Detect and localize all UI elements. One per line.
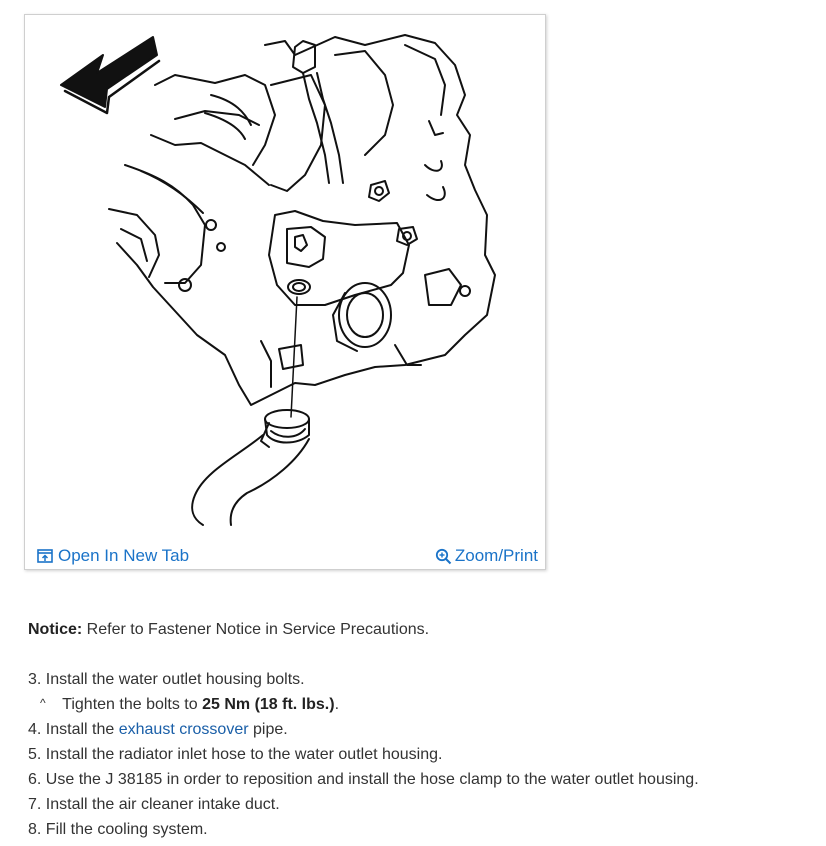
step-7: 7. Install the air cleaner intake duct. — [28, 796, 280, 813]
notice-text: Refer to Fastener Notice in Service Prec… — [82, 621, 430, 638]
figure-footer: Open In New Tab Zoom/Print — [25, 543, 545, 569]
step-4: 4. Install the exhaust crossover pipe. — [28, 717, 818, 742]
open-in-new-tab-label: Open In New Tab — [58, 546, 190, 565]
step-6: 6. Use the J 38185 in order to repositio… — [28, 771, 699, 788]
step-5: 5. Install the radiator inlet hose to th… — [28, 746, 443, 763]
substep-text: Tighten the bolts to — [58, 696, 203, 713]
notice-label: Notice: — [28, 621, 83, 638]
step-3: 3. Install the water outlet housing bolt… — [28, 671, 305, 688]
zoom-print-link[interactable]: Zoom/Print — [435, 543, 538, 569]
step-8: 8. Fill the cooling system. — [28, 821, 208, 838]
step-4-text: 4. Install the — [28, 721, 119, 738]
procedure-content: Notice: Refer to Fastener Notice in Serv… — [28, 617, 818, 842]
caret-icon: ^ — [40, 696, 46, 710]
torque-value: 25 Nm (18 ft. lbs.) — [202, 696, 335, 713]
zoom-print-label: Zoom/Print — [454, 546, 538, 565]
open-new-tab-icon — [37, 549, 53, 563]
substep-end: . — [334, 696, 340, 713]
step-4-end: pipe. — [248, 721, 288, 738]
figure-card: Open In New Tab Zoom/Print — [24, 14, 546, 570]
notice-paragraph: Notice: Refer to Fastener Notice in Serv… — [28, 617, 818, 642]
magnifier-icon — [435, 548, 452, 564]
open-in-new-tab-link[interactable]: Open In New Tab — [37, 543, 189, 569]
engine-diagram[interactable] — [25, 15, 545, 535]
exhaust-crossover-link[interactable]: exhaust crossover — [118, 721, 249, 738]
step-3-substep: ^ Tighten the bolts to 25 Nm (18 ft. lbs… — [28, 692, 818, 717]
